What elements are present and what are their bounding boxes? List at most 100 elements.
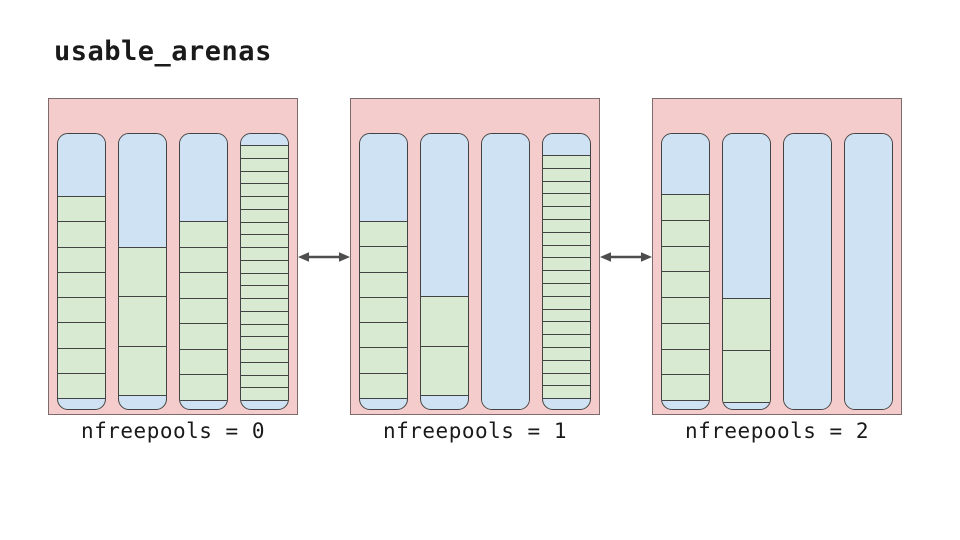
used-blocks-area: [241, 145, 288, 401]
free-space-segment: [119, 134, 166, 247]
used-block: [421, 297, 468, 346]
used-block: [543, 385, 590, 399]
used-block: [241, 247, 288, 260]
pool-partially-used: [661, 133, 710, 410]
pool-free: [481, 133, 530, 410]
used-blocks-area: [360, 221, 407, 399]
used-block: [543, 231, 590, 245]
used-block: [543, 346, 590, 360]
used-block: [58, 221, 105, 247]
used-block: [241, 157, 288, 171]
used-block: [543, 257, 590, 271]
pool-partially-used: [420, 133, 469, 410]
used-blocks-area: [119, 247, 166, 396]
used-block: [58, 372, 105, 398]
used-block: [241, 361, 288, 375]
used-block: [241, 272, 288, 286]
used-block: [662, 297, 709, 323]
used-block: [241, 374, 288, 388]
used-block: [119, 345, 166, 395]
used-block: [241, 234, 288, 247]
pool-partially-used: [359, 133, 408, 410]
used-block: [543, 282, 590, 296]
free-space-segment: [180, 134, 227, 221]
used-block: [543, 244, 590, 258]
used-block: [723, 350, 770, 402]
pool-partially-used: [722, 133, 771, 410]
arena-label: nfreepools = 1: [382, 419, 567, 443]
used-block: [180, 374, 227, 401]
used-block: [241, 196, 288, 209]
used-block: [241, 183, 288, 196]
used-block: [543, 321, 590, 335]
used-blocks-area: [543, 155, 590, 399]
used-block: [543, 206, 590, 219]
arena-link-gap: [298, 98, 350, 264]
arena-link-gap: [600, 98, 652, 264]
free-space-segment: [482, 134, 529, 409]
arena: [350, 98, 600, 415]
arena-group: nfreepools = 1: [350, 98, 600, 443]
used-block: [58, 197, 105, 222]
arena-group: nfreepools = 2: [652, 98, 902, 443]
used-block: [543, 372, 590, 386]
used-block: [180, 246, 227, 273]
used-block: [360, 222, 407, 247]
used-block: [360, 322, 407, 348]
arena: [652, 98, 902, 415]
used-block: [543, 193, 590, 207]
used-block: [58, 246, 105, 272]
used-block: [360, 246, 407, 272]
used-block: [543, 270, 590, 283]
used-block: [58, 271, 105, 297]
used-block: [180, 272, 227, 298]
used-block: [662, 219, 709, 246]
used-block: [241, 310, 288, 324]
used-block: [543, 167, 590, 181]
used-block: [180, 297, 227, 324]
free-space-segment: [784, 134, 831, 409]
free-space-segment: [421, 134, 468, 296]
used-block: [360, 296, 407, 323]
used-block: [662, 322, 709, 349]
used-blocks-area: [421, 296, 468, 396]
used-block: [241, 336, 288, 349]
used-block: [241, 208, 288, 222]
free-space-segment: [662, 134, 709, 194]
pool-partially-used: [179, 133, 228, 410]
used-block: [241, 170, 288, 184]
used-block: [360, 372, 407, 398]
used-block: [662, 245, 709, 272]
used-block: [543, 180, 590, 194]
double-arrow-icon: [298, 252, 350, 262]
used-block: [180, 222, 227, 247]
used-block: [662, 348, 709, 375]
arena-label: nfreepools = 2: [684, 419, 869, 443]
pool-partially-used: [542, 133, 591, 410]
used-block: [421, 345, 468, 395]
used-block: [543, 218, 590, 232]
free-space-segment: [360, 134, 407, 221]
used-block: [241, 387, 288, 400]
used-block: [241, 146, 288, 158]
pool-free: [783, 133, 832, 410]
used-blocks-area: [723, 298, 770, 403]
used-block: [543, 334, 590, 347]
free-space-segment: [543, 134, 590, 155]
used-block: [241, 259, 288, 273]
used-block: [543, 308, 590, 322]
pool-free: [844, 133, 893, 410]
used-block: [241, 285, 288, 298]
free-space-segment: [58, 134, 105, 196]
free-space-segment: [241, 134, 288, 145]
used-block: [360, 271, 407, 297]
used-block: [241, 323, 288, 337]
used-block: [180, 323, 227, 349]
used-block: [662, 195, 709, 220]
pool-partially-used: [57, 133, 106, 410]
used-block: [543, 295, 590, 309]
used-block: [241, 349, 288, 362]
used-block: [180, 348, 227, 375]
